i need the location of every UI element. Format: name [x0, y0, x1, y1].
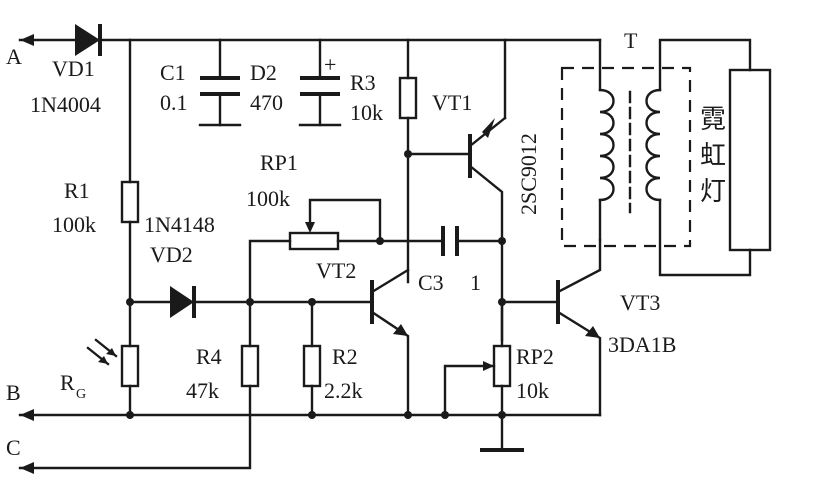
- label-vt1-ref: VT1: [432, 90, 472, 115]
- label-r2-value: 2.2k: [324, 378, 363, 403]
- photoresistor-rg: [120, 344, 140, 388]
- label-d2-polarity: +: [324, 52, 336, 77]
- label-rg-ref: R: [60, 370, 75, 395]
- label-c1-value: 0.1: [160, 90, 188, 115]
- label-rp1-ref: RP1: [260, 150, 298, 175]
- label-t-ref: T: [624, 28, 638, 53]
- label-r3-value: 10k: [350, 100, 383, 125]
- label-c3-ref: C3: [418, 270, 444, 295]
- label-vd1-ref: VD1: [52, 56, 95, 81]
- diode-vd2: [170, 286, 196, 318]
- potentiometer-rp2: [492, 344, 512, 388]
- label-vd2-part: 1N4148: [144, 212, 215, 237]
- r4-wire: [18, 300, 252, 470]
- resistor-r2: [302, 344, 322, 388]
- capacitor-c3: [441, 226, 504, 256]
- label-r1-value: 100k: [52, 212, 96, 237]
- label-lamp-char-1: 霓: [700, 105, 726, 135]
- resistor-r1: [120, 180, 140, 224]
- terminal-a: [18, 34, 77, 46]
- capacitor-c1: [198, 38, 242, 127]
- resistor-r3: [398, 76, 418, 120]
- light-arrows-icon: [86, 338, 118, 366]
- resistor-r4: [240, 344, 260, 388]
- label-lamp-char-2: 虹: [700, 141, 726, 171]
- label-r3-ref: R3: [350, 70, 376, 95]
- transistor-vt2: [370, 268, 410, 417]
- label-lamp-char-3: 灯: [700, 177, 726, 207]
- label-rp1-value: 100k: [246, 186, 290, 211]
- diode-vd1: [75, 24, 102, 56]
- label-c3-value: 1: [470, 270, 481, 295]
- transformer-t: [598, 38, 752, 277]
- label-vt3-ref: VT3: [620, 290, 660, 315]
- label-r4-ref: R4: [196, 344, 222, 369]
- label-vd2-ref: VD2: [150, 242, 193, 267]
- label-terminal-c: C: [6, 435, 21, 460]
- rp1-wire: [248, 239, 442, 304]
- label-d2-ref: D2: [250, 60, 277, 85]
- label-terminal-a: A: [6, 44, 22, 69]
- transformer-shield: [560, 66, 692, 248]
- label-vt3-part: 3DA1B: [608, 332, 676, 357]
- label-rp2-ref: RP2: [516, 344, 554, 369]
- label-vt2-ref: VT2: [316, 258, 356, 283]
- transistor-vt1: [468, 38, 507, 342]
- potentiometer-rp1: [288, 231, 340, 251]
- label-vt1-part: 2SC9012: [516, 133, 541, 215]
- label-d2-value: 470: [250, 90, 283, 115]
- neon-lamp: [728, 68, 772, 252]
- transistor-vt3: [556, 238, 602, 417]
- label-c1-ref: C1: [160, 60, 186, 85]
- capacitor-d2: [298, 38, 342, 127]
- label-r1-ref: R1: [64, 178, 90, 203]
- label-rp2-value: 10k: [516, 378, 549, 403]
- label-vd1-value: 1N4004: [30, 92, 101, 117]
- label-rg-sub: G: [76, 387, 86, 402]
- label-r2-ref: R2: [332, 344, 358, 369]
- label-terminal-b: B: [6, 380, 21, 405]
- label-r4-value: 47k: [186, 378, 219, 403]
